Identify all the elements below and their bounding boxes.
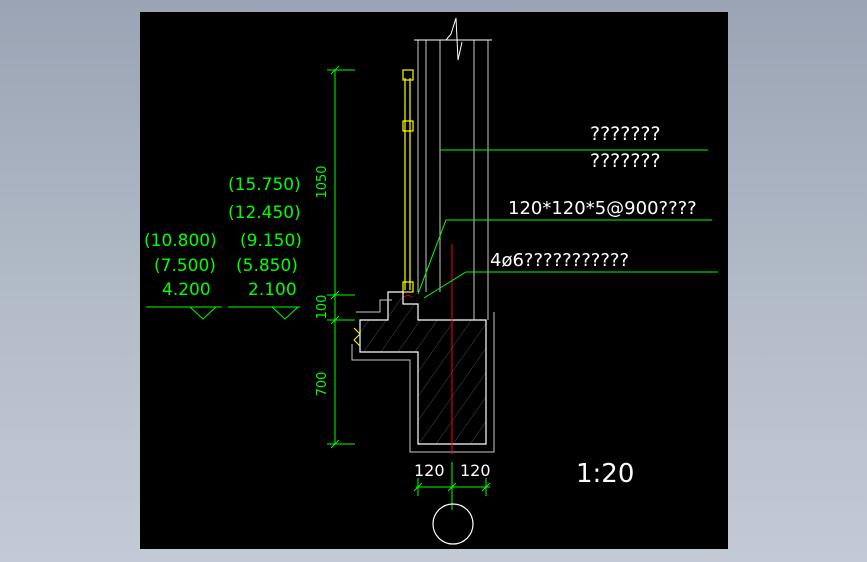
dimension-label-1050: 1050 xyxy=(315,165,330,198)
break-line xyxy=(445,17,463,61)
brick-wall xyxy=(414,39,492,320)
callout-text: 4ø6??????????? xyxy=(490,250,629,271)
callout-leaders xyxy=(417,149,718,299)
callout-text: 120*120*5@900???? xyxy=(508,198,697,219)
waterproof-layer xyxy=(351,312,495,453)
dimension-label-700: 700 xyxy=(315,372,330,397)
tick-mark xyxy=(330,65,340,75)
horizontal-dimension xyxy=(413,462,491,510)
section-drawing: 1050 100 700 (15.750) (12.450) (9.150) (… xyxy=(144,17,718,545)
window-frame xyxy=(402,69,414,293)
elevation-label: (10.800) xyxy=(144,231,217,251)
window-anchor xyxy=(402,120,414,132)
elevation-label: 4.200 xyxy=(162,280,211,300)
elevation-triangle xyxy=(189,306,217,320)
window-anchor xyxy=(402,281,414,293)
elevation-triangle xyxy=(271,306,299,320)
callout-text: ??????? xyxy=(590,150,661,172)
break-symbol xyxy=(353,327,361,347)
elevation-label: 2.100 xyxy=(248,280,297,300)
grid-bubble xyxy=(432,503,474,545)
rebar-mark: ⌒ xyxy=(403,295,413,307)
vertical-dimension-chain xyxy=(327,65,355,449)
cad-viewport[interactable]: 1050 100 700 (15.750) (12.450) (9.150) (… xyxy=(140,12,728,549)
dimension-label-100: 100 xyxy=(315,295,330,320)
scale-label: 1:20 xyxy=(576,459,634,489)
elevation-label: (7.500) xyxy=(154,256,216,276)
window-anchor xyxy=(402,69,414,81)
tick-mark xyxy=(330,290,340,300)
dimension-label-left: 120 xyxy=(414,461,445,480)
tick-mark xyxy=(330,439,340,449)
dimension-label-right: 120 xyxy=(460,461,491,480)
tick-mark xyxy=(330,315,340,325)
elevation-label: (15.750) xyxy=(228,175,301,195)
elevation-label: (12.450) xyxy=(228,203,301,223)
elevation-label: (5.850) xyxy=(236,256,298,276)
elevation-label: (9.150) xyxy=(240,231,302,251)
foundation-section xyxy=(351,291,495,453)
callout-text: ??????? xyxy=(590,123,661,145)
